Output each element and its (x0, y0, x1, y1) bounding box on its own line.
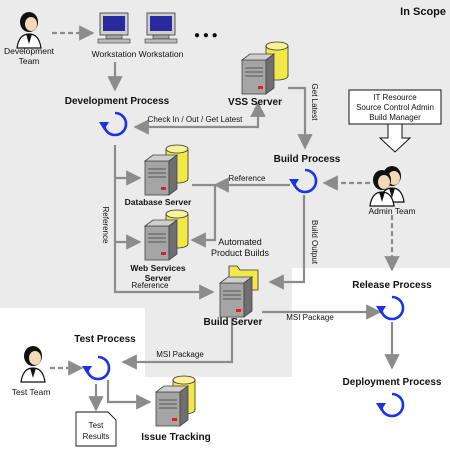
callout-line-2: Source Control Admin (356, 103, 434, 112)
automated-builds-label-1: Automated (218, 237, 262, 247)
web-services-server-icon (144, 219, 178, 261)
workstation-label-2: Workstation (139, 49, 184, 59)
edge-label-get-latest: Get Latest (310, 84, 319, 122)
deployment-process: Deployment Process (343, 377, 442, 418)
development-process: Development Process (65, 96, 170, 137)
callout-arrow (378, 123, 412, 153)
development-process-label: Development Process (65, 96, 170, 107)
deployment-process-label: Deployment Process (343, 377, 442, 388)
connectors (50, 25, 400, 412)
test-results-label-1: Test (89, 421, 104, 430)
test-results-document: Test Results (75, 411, 117, 447)
vss-server-icon (241, 53, 275, 95)
issue-tracking: Issue Tracking (141, 375, 211, 443)
arrow-get-latest (288, 86, 313, 150)
vss-server-label: VSS Server (228, 97, 282, 108)
build-server-label: Build Server (204, 317, 263, 328)
workstation-ellipsis: ● ● ● (194, 30, 218, 41)
workstation-label-1: Workstation (92, 49, 137, 59)
build-process-label: Build Process (274, 154, 341, 165)
edge-label-build-output: Build Output (310, 220, 319, 265)
arrow-build-ref-ws (190, 185, 217, 248)
edge-label-reference-vertical: Reference (101, 207, 110, 244)
arrow-dev-to-build (113, 145, 215, 300)
build-server-icon (219, 276, 253, 318)
release-process-cycle-icon (374, 295, 405, 321)
development-team-label-line-2: Team (19, 56, 40, 66)
admin-callout: IT Resource Source Control Admin Build M… (348, 89, 442, 153)
database-server: Database Server (125, 144, 192, 207)
workstations: Workstation Workstation ● ● ● (92, 12, 218, 59)
callout-line-3: Build Manager (369, 113, 421, 122)
test-process-cycle-icon (80, 355, 111, 381)
callout-line-1: IT Resource (373, 93, 417, 102)
arrow-build-output (268, 195, 306, 290)
edge-label-checkin: Check In / Out / Get Latest (148, 115, 243, 124)
development-team-label-line-1: Development (4, 46, 55, 56)
edge-label-msi-release: MSI Package (286, 313, 334, 322)
edge-label-reference-db: Reference (229, 174, 266, 183)
arrow-test-issue (106, 380, 152, 410)
test-team-label: Test Team (12, 387, 51, 397)
test-process-label: Test Process (74, 334, 136, 345)
database-server-icon (144, 154, 178, 196)
test-process: Test Process (74, 334, 136, 381)
web-services-server-label-1: Web Services (130, 263, 185, 273)
build-server: Build Server (204, 265, 263, 328)
scope-label: In Scope (400, 6, 446, 18)
automated-builds-label-2: Product Builds (211, 248, 270, 258)
deployment-process-cycle-icon (374, 392, 405, 418)
release-process: Release Process (352, 280, 432, 321)
test-team-icon (20, 345, 46, 383)
web-services-server: Web Services Server (130, 209, 189, 283)
arrow-checkin (133, 101, 266, 135)
edge-label-reference-build: Reference (132, 281, 169, 290)
test-results-label-2: Results (83, 432, 110, 441)
database-server-label: Database Server (125, 197, 192, 207)
test-team-actor: Test Team (12, 345, 51, 397)
admin-team-actor: Admin Team (368, 165, 416, 216)
release-process-label: Release Process (352, 280, 432, 291)
vss-server: VSS Server (228, 41, 289, 108)
edge-label-msi-test: MSI Package (156, 350, 204, 359)
admin-team-label: Admin Team (368, 206, 415, 216)
issue-tracking-label: Issue Tracking (141, 432, 210, 443)
web-services-server-label-2: Server (145, 273, 172, 283)
arrow-msi-test (121, 318, 234, 370)
build-process: Build Process (274, 154, 341, 194)
issue-tracking-server-icon (155, 385, 189, 427)
